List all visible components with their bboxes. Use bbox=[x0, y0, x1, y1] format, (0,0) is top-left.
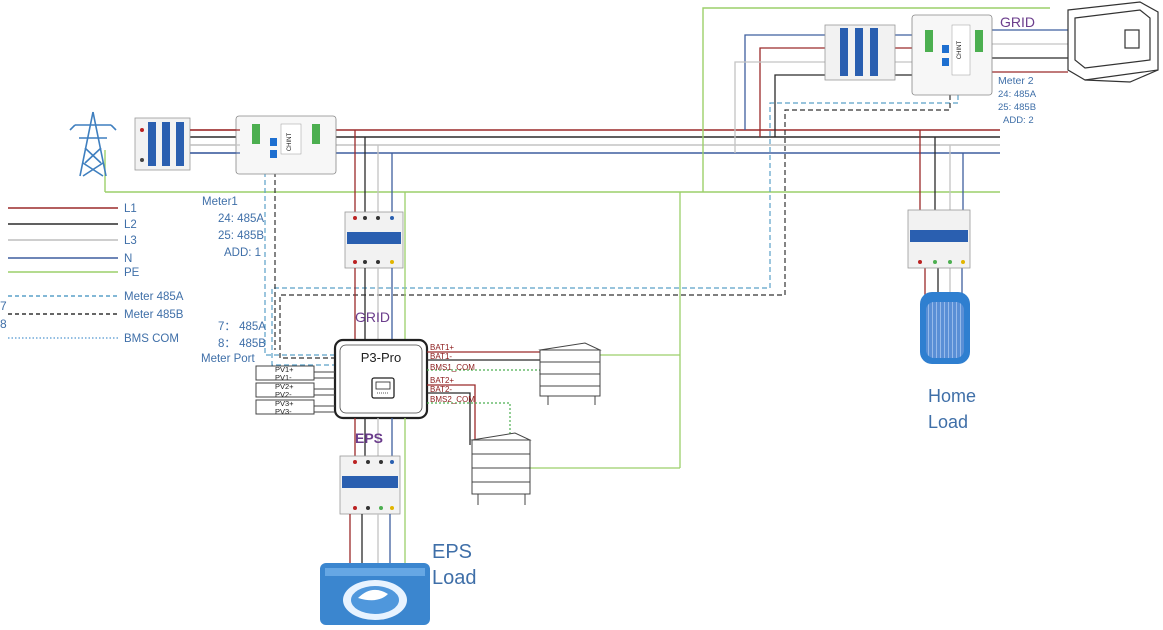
meter2-line3: ADD: 2 bbox=[1003, 115, 1034, 126]
home-load-wires bbox=[919, 130, 964, 295]
port-bms2-com: BMS2_COM bbox=[430, 395, 475, 404]
meter2-brand-text: CHINT bbox=[957, 41, 963, 60]
meter1-brand-text: CHINT bbox=[287, 133, 293, 152]
grid-label-inverter: GRID bbox=[355, 309, 390, 325]
legend-label-0: L1 bbox=[124, 203, 137, 215]
home-load-breaker bbox=[907, 209, 971, 269]
grid-breaker bbox=[134, 117, 191, 171]
port-bat1-minus: BAT1- bbox=[430, 352, 452, 361]
inverter-grid-wires-top bbox=[354, 130, 406, 340]
inverter-grid-wires-bottom bbox=[354, 268, 393, 340]
pv2-plus-label: PV2+ bbox=[275, 382, 294, 391]
pv1-minus-label: PV1- bbox=[275, 373, 292, 382]
meter-port-line3: Meter Port bbox=[201, 353, 255, 365]
eps-breaker bbox=[339, 455, 401, 515]
pv3-plus-label: PV3+ bbox=[275, 399, 294, 408]
legend-side-number-7: 7 bbox=[0, 299, 7, 313]
home-load-line1: Home bbox=[928, 386, 976, 406]
eps-wires-bottom bbox=[349, 514, 391, 565]
legend-side-number-8: 8 bbox=[0, 317, 7, 331]
meter1-wires-in bbox=[190, 129, 240, 154]
meter2-line1: 24: 485A bbox=[998, 89, 1037, 100]
home-load-fridge-icon bbox=[920, 292, 970, 364]
meter1-line3: ADD: 1 bbox=[224, 247, 261, 259]
legend-label-1: L2 bbox=[124, 219, 137, 231]
pv1-plus-label: PV1+ bbox=[275, 365, 294, 374]
meter2-breaker bbox=[824, 24, 896, 81]
battery-2-icon bbox=[470, 432, 532, 505]
meter1-device: CHINT bbox=[235, 115, 337, 175]
meter-port-line1: 7： 485A bbox=[218, 321, 266, 333]
meter2-name: Meter 2 bbox=[998, 75, 1034, 87]
legend-label-5: Meter 485A bbox=[124, 291, 184, 303]
meter2-rs485-lines bbox=[271, 95, 959, 366]
legend-label-6: Meter 485B bbox=[124, 309, 184, 321]
legend-label-4: PE bbox=[124, 267, 140, 279]
legend-lines bbox=[8, 207, 118, 339]
meter2-device: CHINT bbox=[911, 14, 993, 96]
legend-label-7: BMS COM bbox=[124, 333, 179, 345]
grid-pylon-icon bbox=[69, 111, 117, 177]
eps-load-line1: EPS bbox=[432, 541, 472, 563]
grid-label-top: GRID bbox=[1000, 14, 1035, 30]
meter-port-line2: 8： 485B bbox=[218, 338, 266, 350]
port-bat1-plus: BAT1+ bbox=[430, 343, 454, 352]
inverter-p3-pro bbox=[333, 338, 429, 420]
port-bat2-plus: BAT2+ bbox=[430, 376, 454, 385]
meter2-line2: 25: 485B bbox=[998, 102, 1036, 113]
legend-label-2: L3 bbox=[124, 235, 137, 247]
meter1-line2: 25: 485B bbox=[218, 230, 264, 242]
battery-1-icon bbox=[538, 342, 602, 405]
eps-label: EPS bbox=[355, 430, 383, 446]
eps-load-line2: Load bbox=[432, 567, 477, 589]
port-bat2-minus: BAT2- bbox=[430, 385, 452, 394]
port-bms1-com: BMS1_COM bbox=[430, 363, 475, 372]
meter1-line1: 24: 485A bbox=[218, 213, 264, 225]
pv-inverter-top-right-icon bbox=[1067, 1, 1159, 83]
home-load-line2: Load bbox=[928, 412, 968, 432]
meter1-rs485-lines bbox=[264, 172, 335, 356]
inverter-name: P3-Pro bbox=[361, 350, 401, 365]
eps-wires-top bbox=[354, 418, 406, 565]
pv2-minus-label: PV2- bbox=[275, 390, 292, 399]
legend-label-3: N bbox=[124, 253, 132, 265]
eps-load-washing-machine-icon bbox=[320, 563, 430, 625]
meter1-name: Meter1 bbox=[202, 196, 238, 208]
pv-strings bbox=[255, 365, 335, 415]
inverter-grid-breaker bbox=[344, 211, 404, 269]
pv3-minus-label: PV3- bbox=[275, 407, 292, 416]
battery-wires bbox=[427, 192, 681, 469]
